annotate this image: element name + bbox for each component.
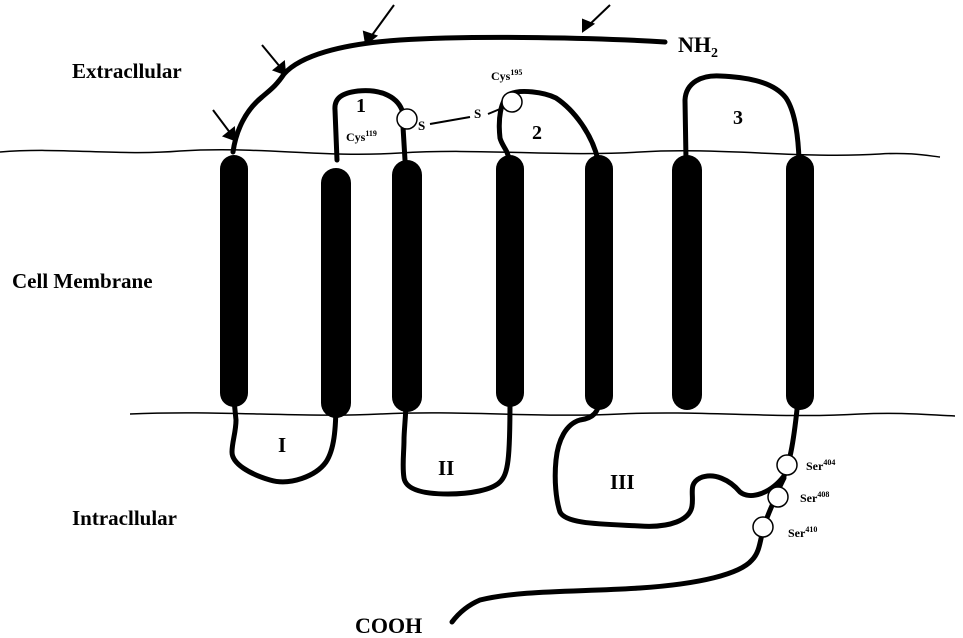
extracellular-loop-1-chain — [335, 91, 405, 160]
glycosylation-arrow-3 — [262, 45, 285, 74]
intracellular-loop-III-chain — [555, 400, 798, 526]
transmembrane-helices — [220, 155, 814, 418]
intracellular-loop-III-label: III — [610, 470, 635, 494]
intracellular-loop-I-label: I — [278, 433, 286, 457]
tm-helix-7 — [786, 155, 814, 410]
cys119-label-base: Cys — [346, 130, 366, 144]
extracellular-loop-2-label: 2 — [532, 122, 542, 144]
ser408-residue-circle — [768, 487, 788, 507]
ser408-label-sup: 408 — [817, 490, 829, 499]
n-terminal-chain — [233, 37, 665, 152]
n-terminus-label-sub: 2 — [711, 46, 718, 61]
tm-helix-4 — [496, 155, 524, 407]
cys195-label-base: Cys — [491, 69, 511, 83]
ser404-label-sup: 404 — [823, 458, 835, 467]
cys119-label: Cys119 — [346, 129, 377, 144]
sulfur-left-label: S — [418, 118, 425, 133]
tm-helix-2 — [321, 168, 351, 418]
glycosylation-arrow-4 — [213, 110, 235, 140]
extracellular-loop-3-label: 3 — [733, 107, 743, 129]
cys195-label: Cys195 — [491, 68, 522, 83]
glycosylation-arrow-1 — [364, 5, 394, 44]
c-terminal-chain — [452, 478, 784, 622]
glycosylation-arrow-2 — [583, 5, 610, 31]
ser408-label: Ser408 — [800, 490, 829, 505]
membrane-region-label: Cell Membrane — [12, 269, 153, 293]
extracellular-loop-1-label: 1 — [356, 95, 366, 117]
ser404-label: Ser404 — [806, 458, 835, 473]
ser408-label-base: Ser — [800, 491, 818, 505]
c-terminus-label: COOH — [355, 613, 422, 638]
intracellular-region-label: Intracllular — [72, 506, 177, 530]
cys119-residue-circle — [397, 109, 417, 129]
cys195-residue-circle — [502, 92, 522, 112]
membrane-inner-boundary — [130, 413, 955, 416]
ser410-label-base: Ser — [788, 526, 806, 540]
cys119-label-sup: 119 — [365, 129, 377, 138]
ser410-label: Ser410 — [788, 525, 817, 540]
tm-helix-6 — [672, 155, 702, 410]
disulfide-bond-line — [430, 117, 470, 124]
extracellular-region-label: Extracllular — [72, 59, 182, 83]
n-terminus-label-base: NH — [678, 32, 711, 57]
tm-helix-5 — [585, 155, 613, 410]
ser410-label-sup: 410 — [805, 525, 817, 534]
cys195-label-sup: 195 — [510, 68, 522, 77]
tm-helix-1 — [220, 155, 248, 407]
intracellular-loop-II-label: II — [438, 456, 454, 480]
sulfur-right-label: S — [474, 106, 481, 121]
ser404-residue-circle — [777, 455, 797, 475]
ser410-residue-circle — [753, 517, 773, 537]
n-terminus-label: NH2 — [678, 32, 718, 61]
tm-helix-3 — [392, 160, 422, 412]
ser404-label-base: Ser — [806, 459, 824, 473]
